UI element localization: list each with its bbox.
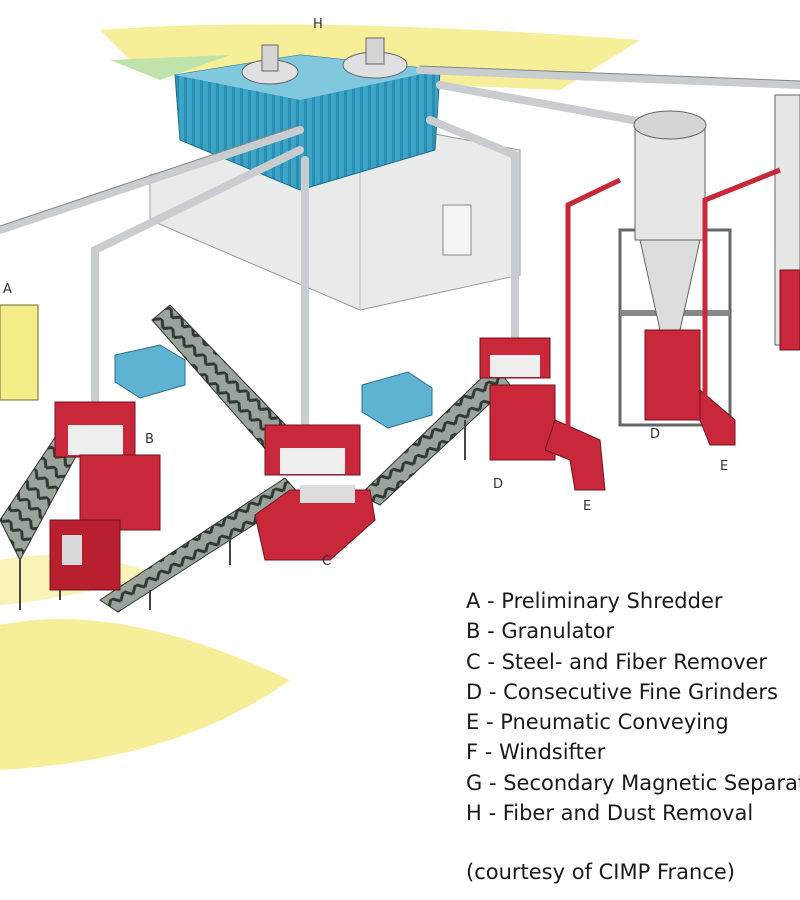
fine-grinder-machine-2 (618, 110, 736, 446)
legend: A - Preliminary Shredder B - Granulator … (466, 586, 800, 828)
pneumatic-red-lines (565, 167, 781, 430)
callout-c: C (322, 554, 331, 569)
control-cabinet (0, 304, 39, 401)
legend-item-e: E - Pneumatic Conveying (466, 710, 729, 735)
granulator-machine (49, 401, 161, 591)
callout-labels: A B C D E D E H (3, 17, 728, 569)
legend-item-h: H - Fiber and Dust Removal (466, 801, 754, 826)
conveyor-belts (0, 304, 511, 613)
legend-item-f: F - Windsifter (466, 740, 606, 765)
steel-fiber-remover-machine (254, 424, 376, 561)
factory-building (149, 119, 521, 311)
windsifter-column (774, 94, 800, 351)
legend-item-b: B - Granulator (466, 619, 615, 644)
callout-b: B (145, 432, 154, 447)
collection-bins (114, 344, 433, 429)
callout-e1: E (583, 499, 591, 514)
callout-h: H (313, 17, 323, 32)
callout-e2: E (720, 459, 728, 474)
courtesy-note: (courtesy of CIMP France) (466, 860, 735, 884)
legend-item-c: C - Steel- and Fiber Remover (466, 649, 768, 674)
duct-network (0, 66, 800, 434)
fine-grinder-machine-1 (479, 337, 606, 491)
callout-d1: D (493, 477, 503, 492)
callout-d2: D (650, 427, 660, 442)
legend-item-g: G - Secondary Magnetic Separation (466, 770, 800, 795)
dust-removal-tank (174, 37, 441, 191)
legend-item-d: D - Consecutive Fine Grinders (466, 679, 778, 704)
callout-a: A (3, 282, 12, 297)
legend-item-a: A - Preliminary Shredder (466, 589, 723, 613)
